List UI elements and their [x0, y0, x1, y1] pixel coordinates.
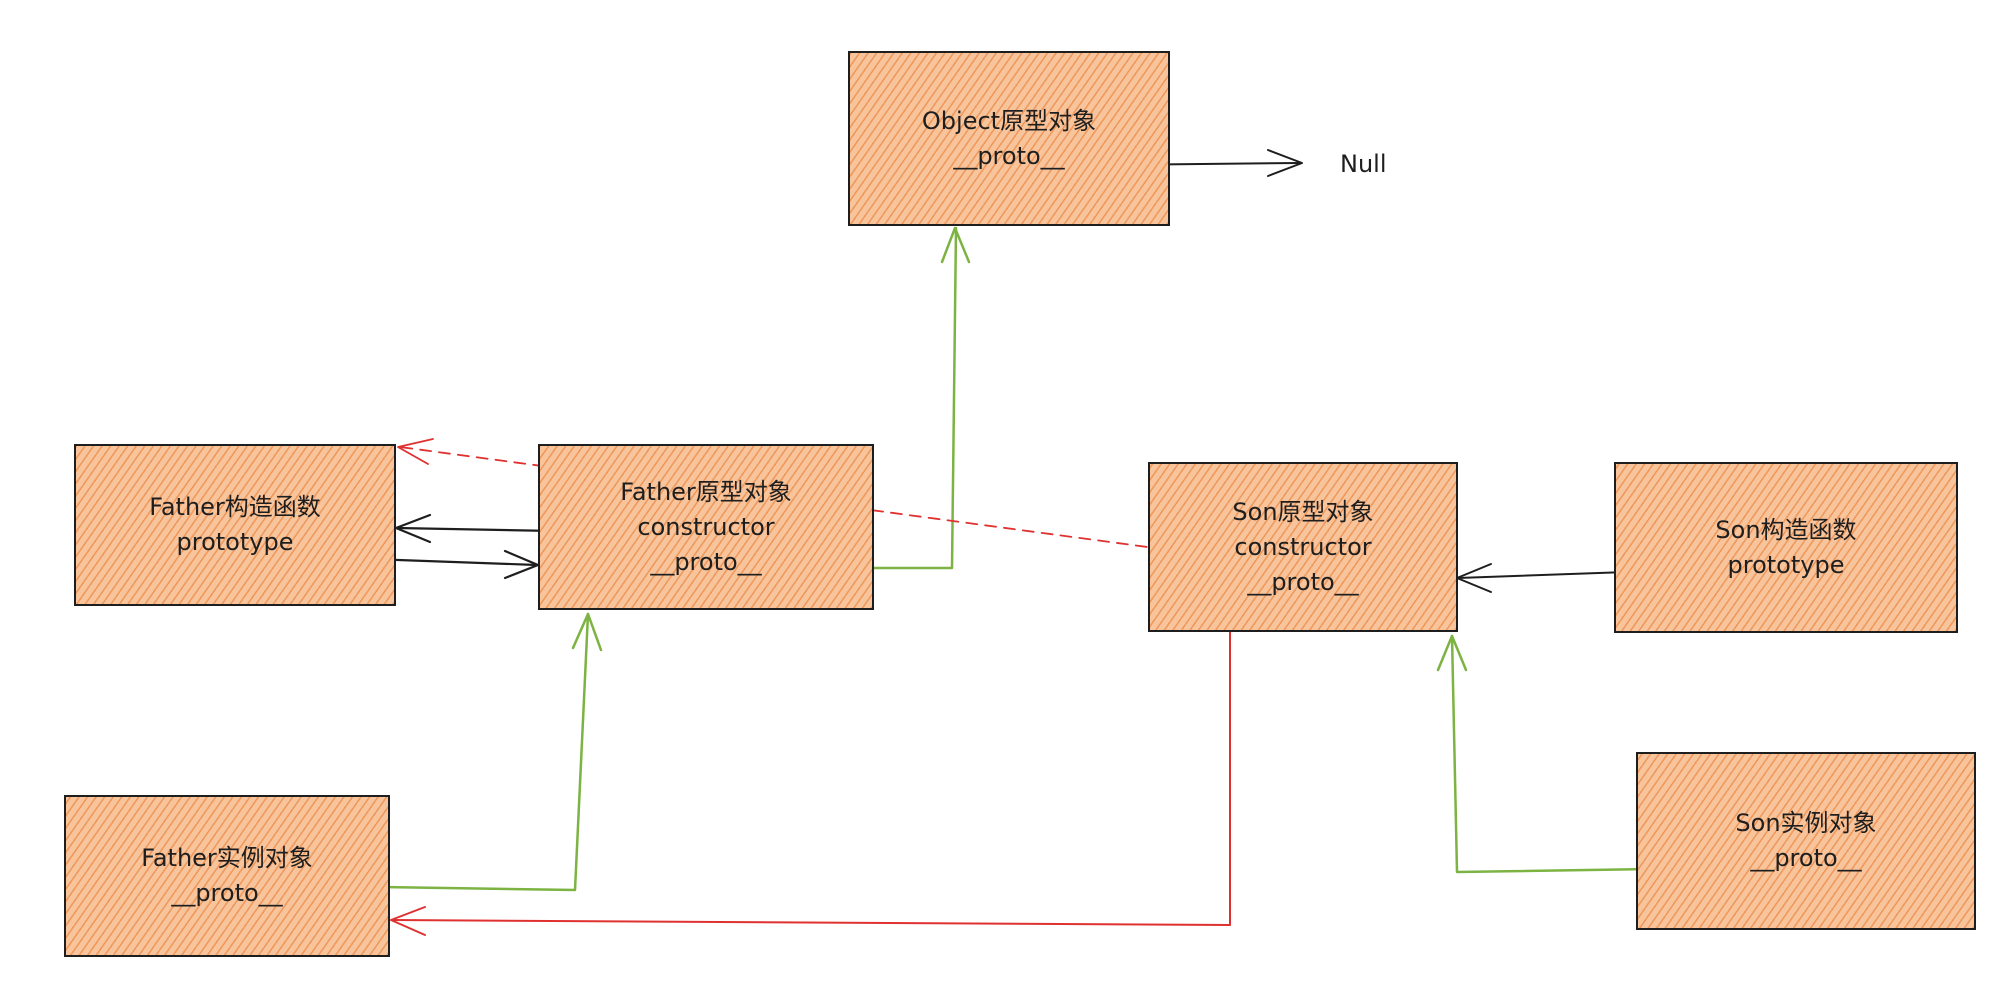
- son-instance-title: Son实例对象: [1735, 809, 1877, 837]
- son-constructor-title: Son构造函数: [1715, 515, 1857, 544]
- father-prototype-title: Father原型对象: [620, 477, 792, 506]
- edge-son-proto-to-father-inst: [391, 596, 1231, 926]
- son-prototype-title: Son原型对象: [1232, 497, 1374, 526]
- father-instance-proto: __proto__: [171, 879, 283, 907]
- object-prototype-proto: __proto__: [953, 141, 1065, 170]
- arrowhead-son-proto-bottom: [1436, 634, 1468, 672]
- son-prototype-constructor: constructor: [1234, 532, 1372, 561]
- father-constructor-box[interactable]: Father构造函数 prototype: [74, 444, 396, 606]
- father-constructor-title: Father构造函数: [149, 493, 321, 521]
- arrowhead-father-ctor-red: [397, 438, 434, 465]
- son-instance-box[interactable]: Son实例对象 __proto__: [1636, 752, 1976, 930]
- arrowhead-father-ctor: [394, 513, 432, 544]
- edge-son-constructor-to-father-ctor: [399, 446, 1223, 558]
- father-prototype-box[interactable]: Father原型对象 constructor __proto__: [538, 444, 874, 610]
- son-constructor-box[interactable]: Son构造函数 prototype: [1614, 462, 1958, 633]
- son-prototype-proto: __proto__: [1247, 567, 1359, 596]
- father-constructor-prototype: prototype: [176, 528, 294, 556]
- arrowhead-father-inst: [390, 906, 426, 936]
- null-label: Null: [1340, 150, 1387, 178]
- father-instance-box[interactable]: Father实例对象 __proto__: [64, 795, 390, 957]
- edge-father-inst-to-father-proto: [313, 612, 590, 892]
- son-prototype-box[interactable]: Son原型对象 constructor __proto__: [1148, 462, 1458, 632]
- arrowhead-null: [1267, 149, 1303, 177]
- object-prototype-title: Object原型对象: [921, 106, 1097, 135]
- edges: [313, 149, 1722, 936]
- father-instance-title: Father实例对象: [141, 844, 313, 872]
- arrowhead-father-proto-bottom: [571, 612, 603, 652]
- father-prototype-proto: __proto__: [650, 547, 762, 576]
- son-instance-proto: __proto__: [1750, 844, 1862, 872]
- edge-son-inst-to-son-proto: [1450, 634, 1722, 874]
- object-prototype-box[interactable]: Object原型对象 __proto__: [848, 51, 1170, 226]
- son-constructor-prototype: prototype: [1727, 550, 1845, 579]
- father-prototype-constructor: constructor: [637, 512, 775, 541]
- arrowhead-object-bottom: [940, 226, 971, 264]
